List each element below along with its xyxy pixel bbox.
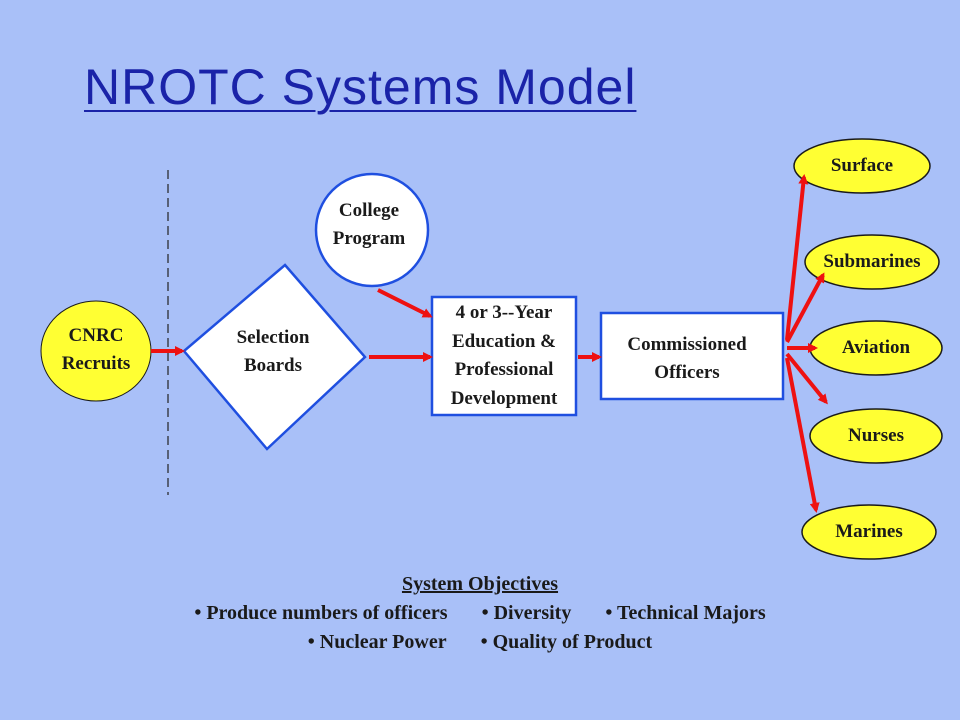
objectives-row-1: • Produce numbers of officers • Diversity… bbox=[0, 599, 960, 628]
college-program-node bbox=[314, 172, 430, 288]
objective-item: • Nuclear Power bbox=[307, 631, 447, 653]
marines-node bbox=[801, 504, 937, 560]
nurses-label: Nurses bbox=[848, 425, 904, 446]
submarines-label: Submarines bbox=[823, 251, 921, 272]
page-title: NROTC Systems Model bbox=[84, 59, 637, 115]
objectives-row-2: • Nuclear Power • Quality of Product bbox=[0, 628, 960, 657]
arrow-to-marines bbox=[785, 357, 820, 513]
arrow-college-to-education bbox=[377, 288, 433, 318]
aviation-label: Aviation bbox=[841, 337, 911, 358]
submarines-node bbox=[804, 234, 940, 290]
marines-label: Marines bbox=[835, 521, 903, 542]
arrow-to-submarines bbox=[785, 272, 825, 343]
objective-item: • Quality of Product bbox=[480, 631, 653, 653]
system-objectives: System Objectives • Produce numbers of o… bbox=[0, 570, 960, 657]
surface-node bbox=[793, 138, 931, 194]
objective-item: • Technical Majors bbox=[605, 602, 766, 624]
objective-item: • Diversity bbox=[481, 602, 572, 624]
nurses-node bbox=[809, 408, 943, 464]
objectives-heading: System Objectives bbox=[401, 573, 559, 595]
education-node bbox=[430, 295, 578, 417]
arrow-to-surface bbox=[785, 174, 809, 341]
selection-boards-node bbox=[182, 263, 367, 451]
arrow-to-nurses bbox=[785, 352, 828, 405]
surface-label: Surface bbox=[830, 155, 894, 176]
objective-item: • Produce numbers of officers bbox=[194, 602, 448, 624]
commissioned-officers-node bbox=[599, 311, 785, 401]
